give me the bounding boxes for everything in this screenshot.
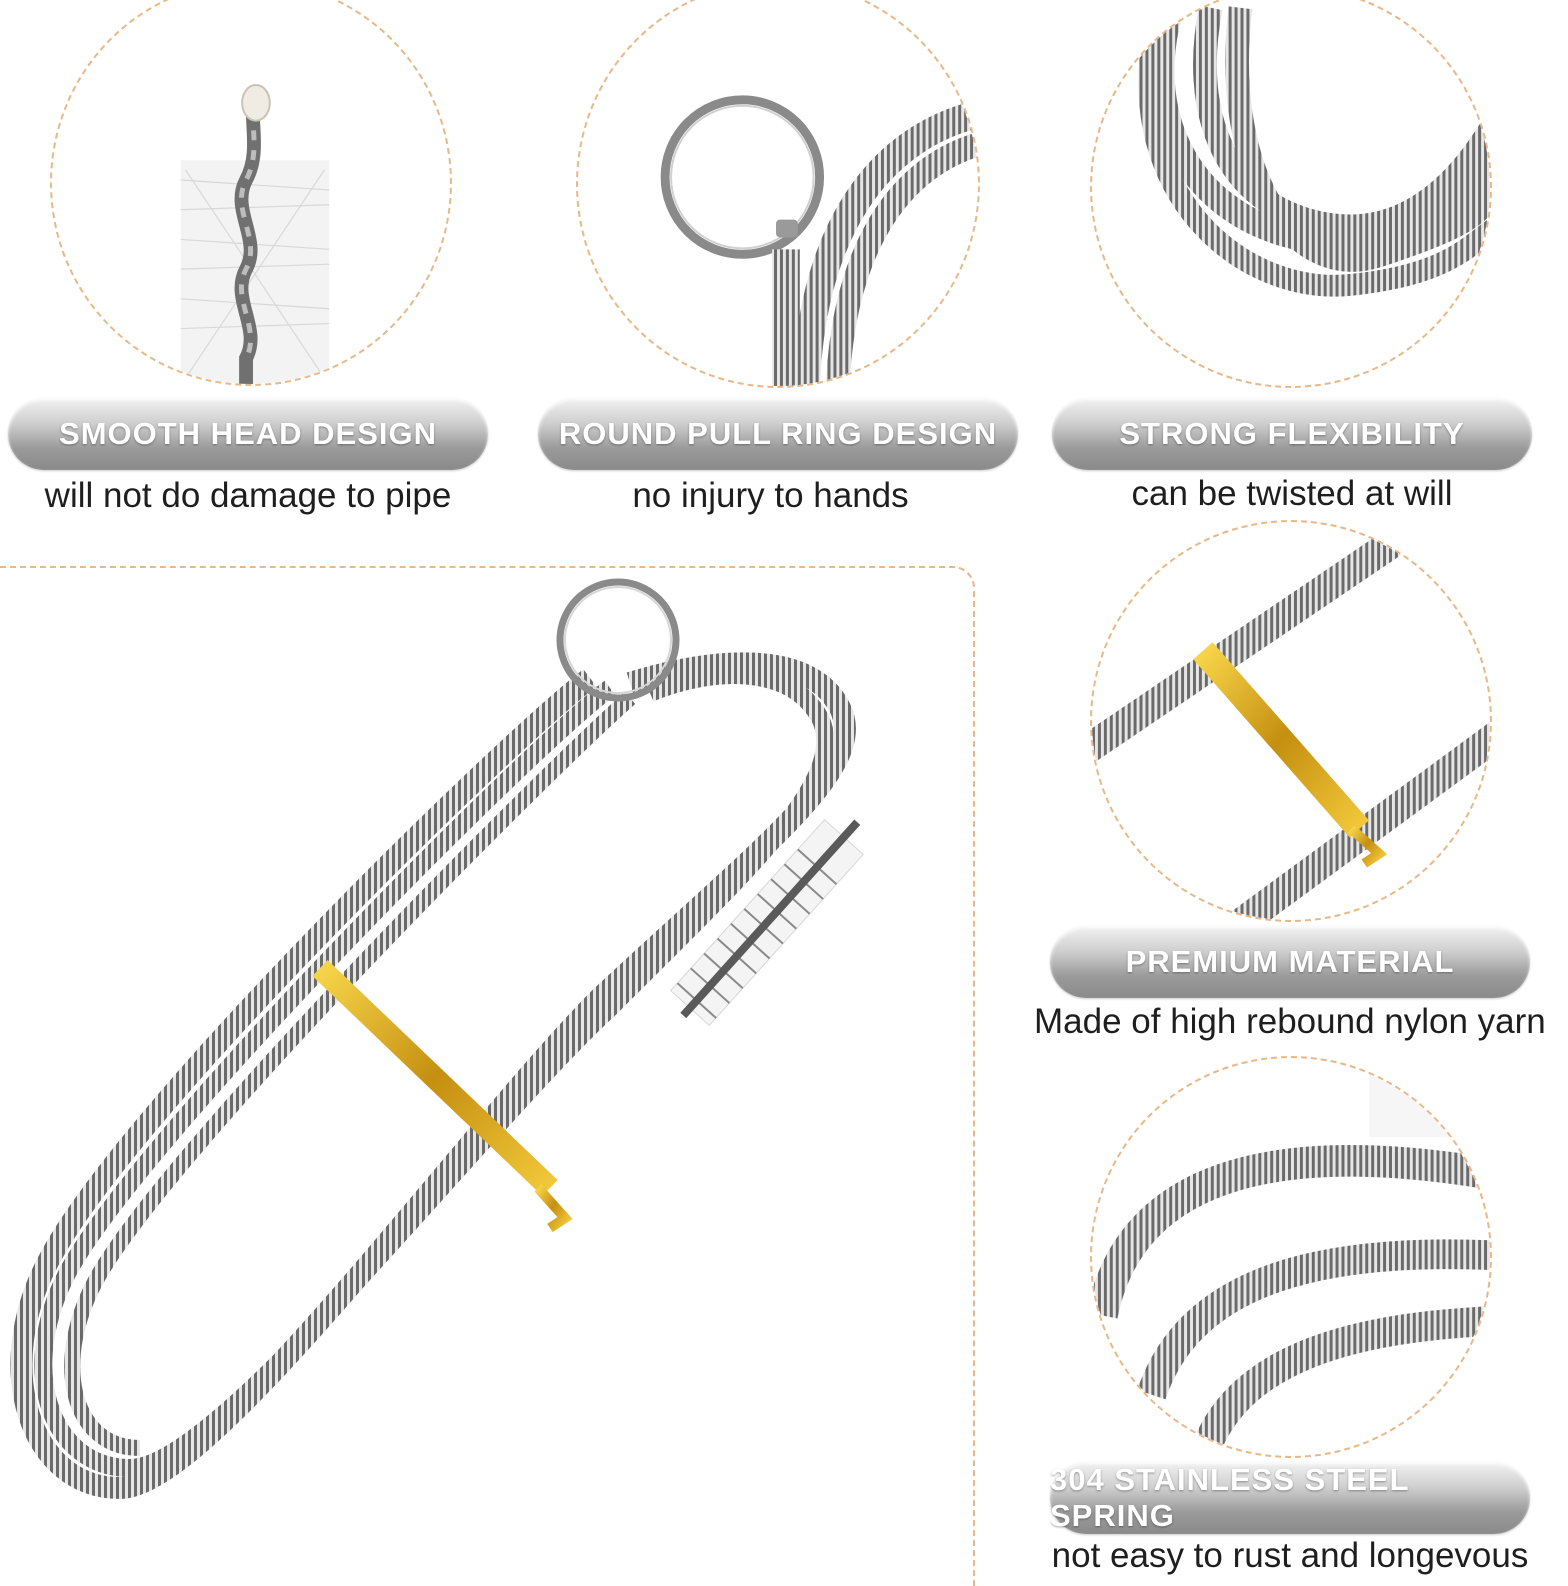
pull-ring-title: ROUND PULL RING DESIGN	[558, 416, 998, 451]
smooth-head-title: SMOOTH HEAD DESIGN	[59, 416, 437, 451]
flexibility-circle	[1090, 0, 1492, 388]
stainless-steel-circle	[1090, 1056, 1492, 1458]
flexibility-title: STRONG FLEXIBILITY	[1119, 416, 1465, 451]
gold-clip-icon	[1092, 522, 1490, 920]
brush-tip-circle	[50, 0, 452, 386]
smooth-head-badge: SMOOTH HEAD DESIGN	[8, 398, 488, 470]
smooth-head-caption: will not do damage to pipe	[44, 476, 452, 515]
premium-material-circle	[1090, 520, 1492, 922]
main-product-panel	[0, 566, 975, 1586]
coiled-spring-icon	[1138, 4, 1490, 297]
stainless-steel-title: 304 STAINLESS STEEL SPRING	[1050, 1462, 1409, 1533]
stainless-steel-caption: not easy to rust and longevous	[1051, 1536, 1529, 1575]
premium-material-caption: Made of high rebound nylon yarn	[1034, 1002, 1546, 1041]
flexibility-badge: STRONG FLEXIBILITY	[1052, 398, 1532, 470]
pull-ring-icon	[660, 95, 978, 386]
flexibility-caption: can be twisted at will	[1131, 474, 1453, 513]
premium-material-title: PREMIUM MATERIAL	[1125, 944, 1455, 979]
pull-ring-badge: ROUND PULL RING DESIGN	[538, 398, 1018, 470]
stainless-steel-badge: 304 STAINLESS STEEL SPRING	[1050, 1462, 1530, 1534]
pull-ring-caption: no injury to hands	[632, 476, 909, 515]
pull-ring-circle	[576, 0, 980, 388]
brush-tip-icon	[180, 83, 330, 384]
flexible-drain-brush-image	[10, 578, 864, 1500]
premium-material-badge: PREMIUM MATERIAL	[1050, 926, 1530, 998]
spring-closeup-icon	[1092, 1058, 1490, 1456]
